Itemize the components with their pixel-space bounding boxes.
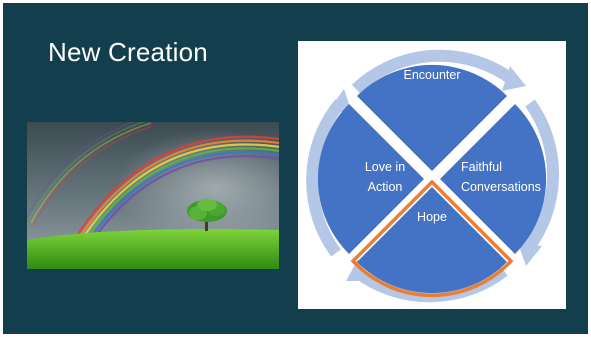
quadrant-label-action: Action xyxy=(368,180,403,194)
arrowhead-right xyxy=(518,243,542,266)
slide-title: New Creation xyxy=(48,37,208,67)
quadrant-label-encounter: Encounter xyxy=(404,68,461,82)
hope-highlight-outline xyxy=(350,179,514,298)
cycle-arrow-left xyxy=(306,99,345,257)
quadrant-label-hope: Hope xyxy=(417,210,447,224)
quadrant-bottom xyxy=(357,187,507,294)
quadrant-label-conversations: Conversations xyxy=(461,180,541,194)
slide: New Creation xyxy=(3,3,588,334)
rainbow-tree-photo xyxy=(27,122,279,269)
arrowhead-bottom xyxy=(346,259,370,281)
cycle-arrow-top xyxy=(351,49,518,94)
quadrant-right xyxy=(440,104,547,254)
arrowhead-top xyxy=(502,66,526,91)
cycle-diagram: Encounter Faithful Conversations Love in… xyxy=(298,41,566,309)
arrowhead-left xyxy=(328,89,352,113)
quadrant-top xyxy=(357,64,507,171)
cycle-arrow-right xyxy=(521,99,560,255)
quadrant-label-love-in: Love in xyxy=(365,160,405,174)
quadrant-left xyxy=(317,104,424,254)
quadrant-label-faithful: Faithful xyxy=(461,160,502,174)
